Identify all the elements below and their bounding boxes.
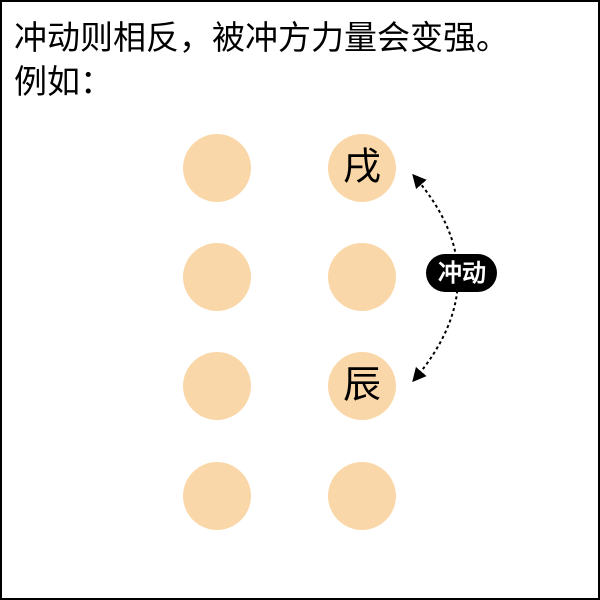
clash-badge-body: [445, 254, 478, 292]
left-circle-2: [183, 243, 251, 311]
caption: 冲动则相反，被冲方力量会变强。 例如：: [14, 16, 590, 104]
left-circle-1: [183, 134, 251, 202]
right-circle-2: [328, 243, 396, 311]
right-circle-1: [328, 134, 396, 202]
right-circle-4: [328, 462, 396, 530]
left-column: [183, 134, 251, 530]
clash-badge: 冲动: [426, 254, 497, 292]
right-circle-3-label: 辰: [343, 363, 381, 407]
clash-badge-label: 冲动: [438, 259, 486, 287]
caption-line-2: 例如：: [14, 62, 113, 101]
right-circle-1-label: 戌: [343, 145, 381, 189]
right-circle-3: [328, 352, 396, 420]
left-circle-3: [183, 352, 251, 420]
left-circle-4: [183, 462, 251, 530]
clash-arrow: [412, 173, 459, 383]
caption-line-1: 冲动则相反，被冲方力量会变强。: [14, 18, 509, 57]
right-column: 戌 辰: [328, 134, 396, 530]
